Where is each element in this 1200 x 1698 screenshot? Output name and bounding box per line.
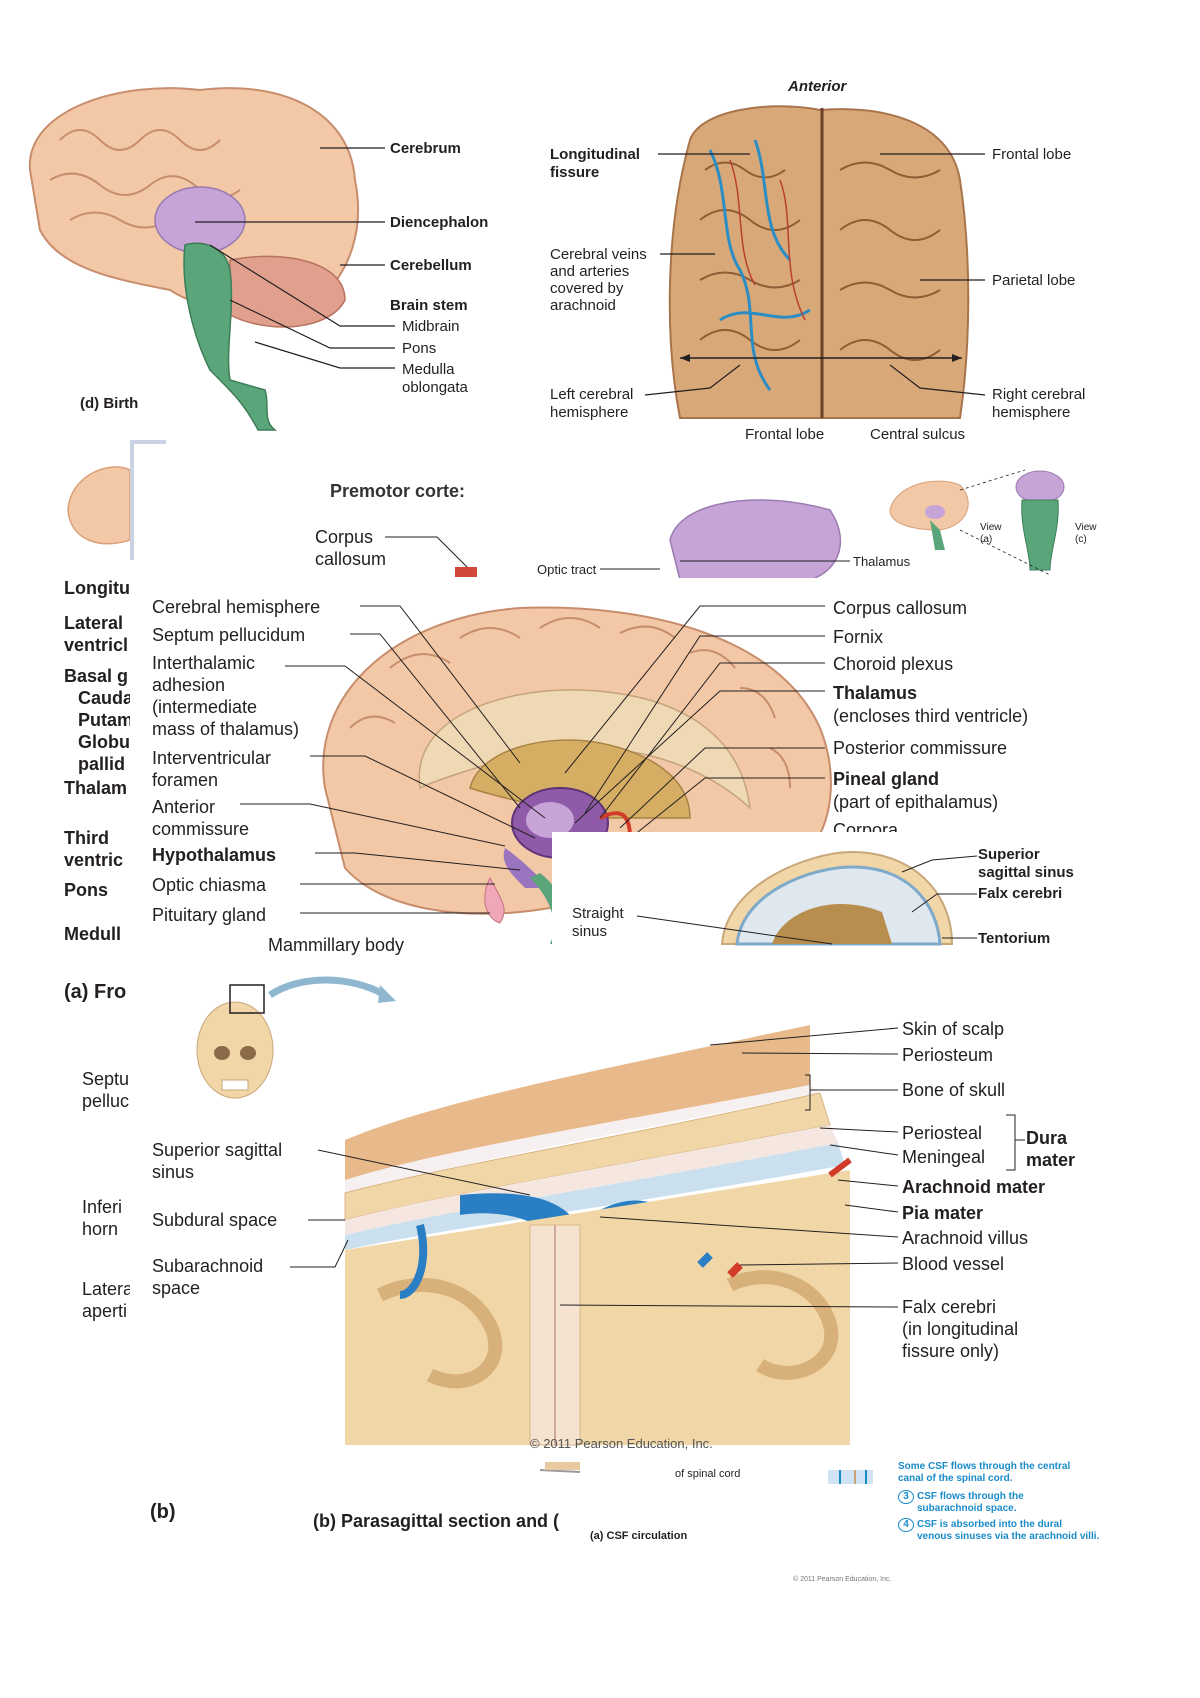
meninges-illustration xyxy=(196,976,1025,1446)
label-tentorium: Tentorium xyxy=(978,930,1051,947)
label-brain-stem: Brain stem xyxy=(390,297,468,314)
copyright-main: © 2011 Pearson Education, Inc. xyxy=(530,1436,713,1451)
label-diencephalon: Diencephalon xyxy=(390,214,489,231)
label-hypothalamus: Hypothalamus xyxy=(152,845,277,865)
panel-meninges: Superior sagittal sinus Subdural space S… xyxy=(130,965,1100,1451)
label-optic-tract: Optic tract xyxy=(537,562,597,577)
label-fornix: Fornix xyxy=(833,627,884,647)
label-corpus-callosum: Corpus callosum xyxy=(833,598,968,618)
label-bg-corpus-callosum: Corpus callosum xyxy=(315,527,387,569)
caption-birth: (d) Birth xyxy=(80,395,139,412)
label-cut-longitudinal: Longitu xyxy=(64,578,130,598)
superior-brain-illustration xyxy=(644,105,986,419)
panel-superior-view: Anterior Longitudinal fissure Frontal lo… xyxy=(540,70,1100,421)
label-cut-basal: Basal g xyxy=(64,666,129,686)
label-of-spinal-cord: of spinal cord xyxy=(675,1468,741,1480)
label-bg-thalamus: Thalamus xyxy=(853,554,911,569)
panel-dural-inset: Superior sagittal sinus Falx cerebri Str… xyxy=(552,832,1112,947)
label-bone-of-skull: Bone of skull xyxy=(902,1080,1006,1100)
label-pia-mater: Pia mater xyxy=(902,1203,984,1223)
label-inset-falx-cerebri: Falx cerebri xyxy=(978,885,1063,902)
dural-inset-illustration xyxy=(636,850,978,946)
label-cut-lateral-aperture: Latera aperti xyxy=(82,1279,134,1321)
label-cerebrum: Cerebrum xyxy=(390,140,461,157)
label-cerebellum: Cerebellum xyxy=(390,257,472,274)
label-skin-of-scalp: Skin of scalp xyxy=(902,1019,1005,1039)
label-anterior: Anterior xyxy=(788,78,847,95)
note-csf-step-3: CSF flows through the subarachnoid space… xyxy=(917,1491,1024,1514)
label-dura-mater: Dura mater xyxy=(1026,1128,1076,1170)
label-cerebral-veins: Cerebral veins and arteries covered by a… xyxy=(550,246,647,314)
label-premotor-cortex: Premotor corte: xyxy=(330,481,466,501)
label-cut-inferior-horn: Inferi horn xyxy=(82,1197,123,1239)
bottom-strip-illustration xyxy=(539,1462,873,1484)
step-3-badge: 3 xyxy=(898,1490,914,1504)
label-parietal-lobe: Parietal lobe xyxy=(992,272,1076,289)
label-cut-caudate: Cauda xyxy=(78,688,134,708)
label-straight-sinus: Straight sinus xyxy=(572,905,624,940)
label-pituitary-gland: Pituitary gland xyxy=(152,905,267,925)
label-septum-pellucidum: Septum pellucidum xyxy=(152,625,306,645)
step-4-badge: 4 xyxy=(898,1518,914,1532)
label-periosteal: Periosteal xyxy=(902,1123,983,1143)
label-arachnoid-mater: Arachnoid mater xyxy=(902,1177,1046,1197)
label-cut-third-ventricle: Third ventric xyxy=(64,828,124,870)
label-inset-superior-sagittal-sinus: Superior sagittal sinus xyxy=(978,846,1074,881)
label-interthalamic-adhesion: Interthalamic adhesion (intermediate mas… xyxy=(152,653,300,739)
panel-birth-brain: Cerebrum Diencephalon Cerebellum Brain s… xyxy=(0,60,560,431)
note-csf-central-canal: Some CSF flows through the central canal… xyxy=(898,1461,1071,1484)
label-midbrain: Midbrain xyxy=(402,318,460,335)
label-view-a: View (a) xyxy=(980,522,1002,545)
label-interventricular-foramen: Interventricular foramen xyxy=(152,748,272,790)
label-choroid-plexus: Choroid plexus xyxy=(833,654,954,674)
label-thalamus: Thalamus xyxy=(833,683,918,703)
label-cut-thalamus: Thalam xyxy=(64,778,128,798)
copyright-small: © 2011 Pearson Education, Inc. xyxy=(793,1576,892,1583)
label-meningeal: Meningeal xyxy=(902,1147,986,1167)
label-pons: Pons xyxy=(402,340,437,357)
birth-brain-illustration xyxy=(28,87,395,431)
label-blood-vessel: Blood vessel xyxy=(902,1254,1005,1274)
label-arachnoid-villus: Arachnoid villus xyxy=(902,1228,1029,1248)
label-thalamus-note: (encloses third ventricle) xyxy=(833,706,1029,726)
label-pineal-gland: Pineal gland xyxy=(833,769,940,789)
caption-parasagittal: (b) Parasagittal section and ( xyxy=(313,1511,560,1531)
label-subarachnoid-space: Subarachnoid space xyxy=(152,1256,264,1298)
label-longitudinal-fissure: Longitudinal fissure xyxy=(550,146,640,181)
label-anterior-commissure: Anterior commissure xyxy=(152,797,250,839)
label-view-c: View (c) xyxy=(1075,522,1097,545)
label-cerebral-hemisphere: Cerebral hemisphere xyxy=(152,597,321,617)
caption-csf-circulation: (a) CSF circulation xyxy=(590,1530,688,1542)
label-right-hemisphere: Right cerebral hemisphere xyxy=(992,386,1086,421)
label-strip-frontal-lobe: Frontal lobe xyxy=(745,426,825,443)
caption-b: (b) xyxy=(150,1501,176,1523)
panel-midsagittal: Cerebral hemisphere Septum pellucidum In… xyxy=(130,578,1130,955)
label-falx-cerebri: Falx cerebri (in longitudinal fissure on… xyxy=(902,1297,1019,1361)
label-strip-central-sulcus: Central sulcus xyxy=(870,426,966,443)
background-partial-figures xyxy=(67,440,1065,581)
label-meninges-superior-sagittal-sinus: Superior sagittal sinus xyxy=(152,1140,283,1182)
label-frontal-lobe: Frontal lobe xyxy=(992,146,1072,163)
label-cut-lateral-ventricle: Lateral ventricl xyxy=(64,613,129,655)
label-pineal-note: (part of epithalamus) xyxy=(833,792,999,812)
label-left-hemisphere: Left cerebral hemisphere xyxy=(550,386,634,421)
label-posterior-commissure: Posterior commissure xyxy=(833,738,1008,758)
label-subdural-space: Subdural space xyxy=(152,1210,278,1230)
label-cut-medulla: Medull xyxy=(64,924,121,944)
label-cut-putamen: Putam xyxy=(78,710,134,730)
note-csf-step-4: CSF is absorbed into the dural venous si… xyxy=(917,1519,1100,1542)
label-periosteum: Periosteum xyxy=(902,1045,994,1065)
label-medulla-oblongata: Medulla oblongata xyxy=(402,361,468,396)
label-cut-pons: Pons xyxy=(64,880,109,900)
label-optic-chiasma: Optic chiasma xyxy=(152,875,267,895)
label-mammillary-body: Mammillary body xyxy=(268,935,405,955)
label-cut-septum: Septu pelluc xyxy=(82,1069,130,1111)
label-cut-globus: Globu pallid xyxy=(78,732,130,774)
caption-cut-a: (a) Fro xyxy=(64,981,127,1003)
